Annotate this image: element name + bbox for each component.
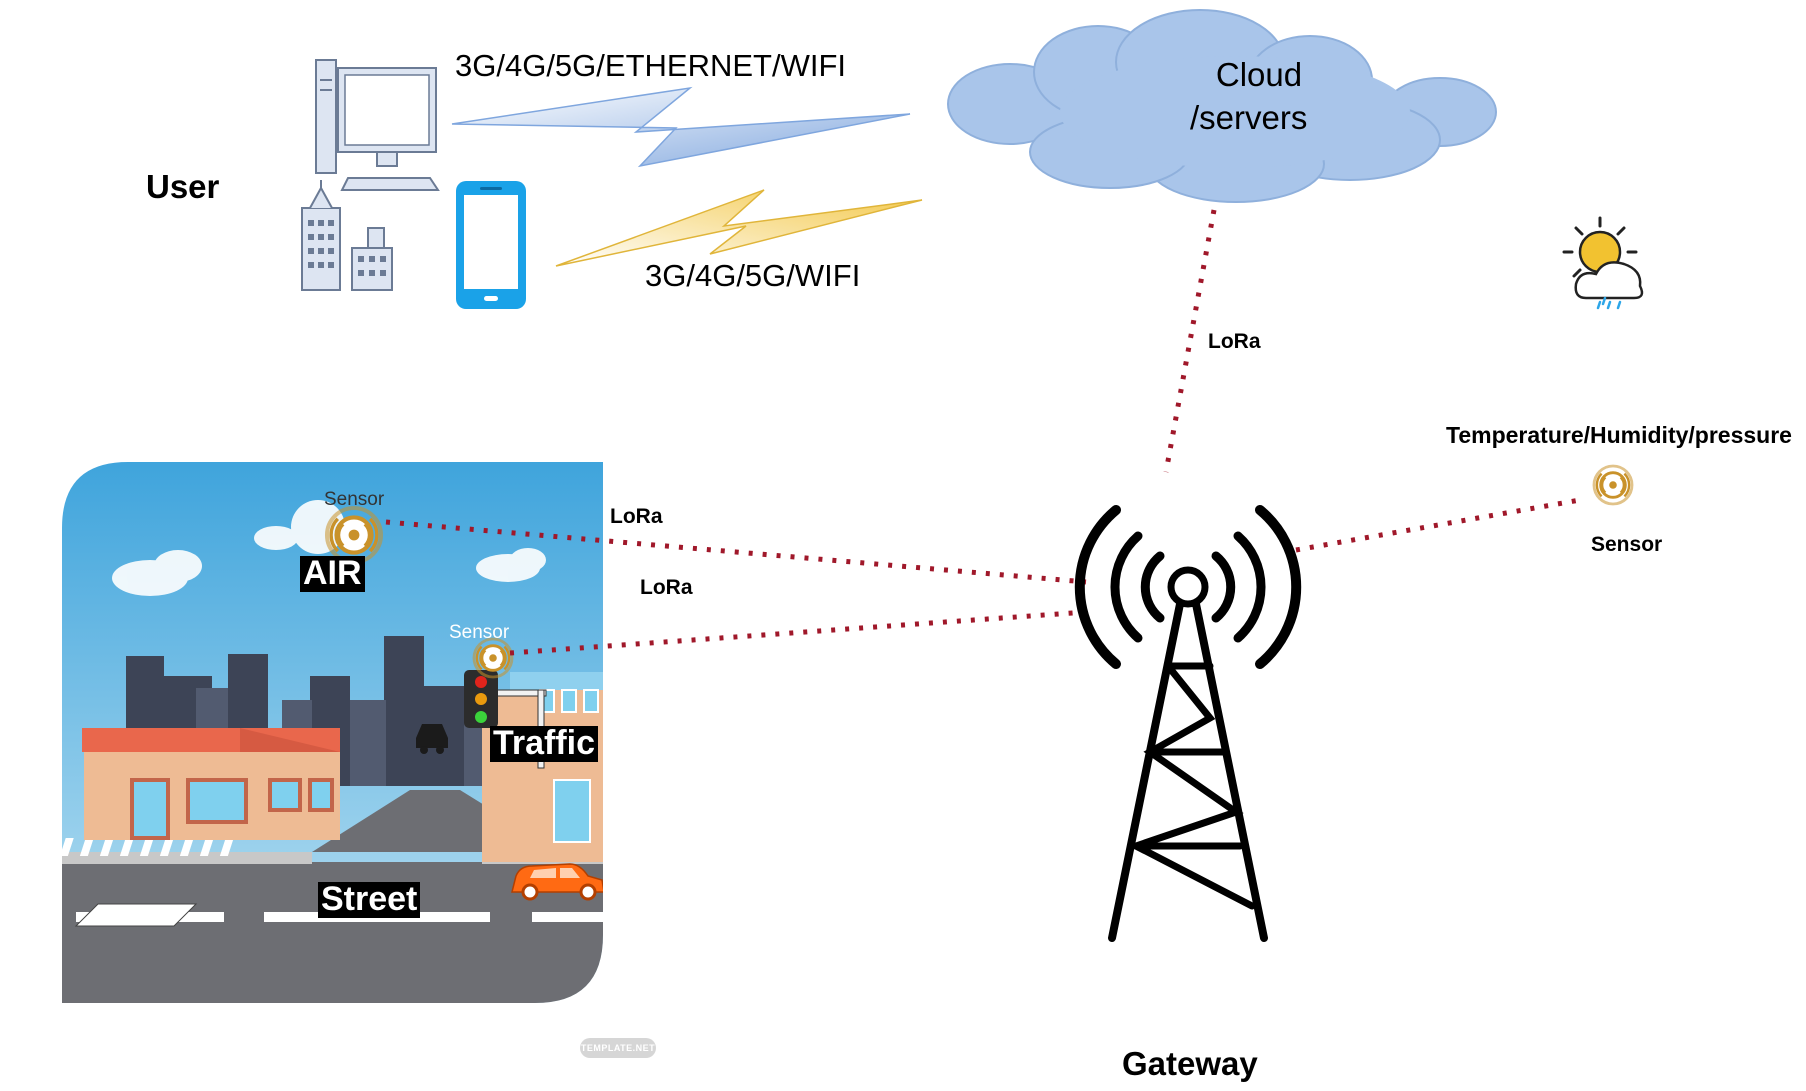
- cloud-label-line1: Cloud: [1215, 56, 1303, 93]
- traffic-sensor-icon: [472, 637, 514, 679]
- dark-car-icon: [416, 724, 448, 754]
- weather-station-label: Temperature/Humidity/pressure: [1446, 422, 1792, 448]
- wired-link-label: 3G/4G/5G/ETHERNET/WIFI: [455, 48, 846, 83]
- mobile-link-bolt: [555, 189, 923, 267]
- street-tag: Street: [318, 881, 421, 918]
- lora-link-weather: [1295, 497, 1581, 553]
- cloud-servers-icon: [947, 9, 1497, 203]
- smartphone-icon: [456, 181, 526, 309]
- traffic-sensor-label: Sensor: [449, 622, 510, 643]
- lora-link-air: [385, 519, 1087, 585]
- lora-cloud-label: LoRa: [1208, 330, 1261, 353]
- traffic-tag: Traffic: [490, 725, 599, 762]
- orange-car-icon: [511, 863, 603, 901]
- weather-icon: [1562, 216, 1644, 310]
- lora-traffic-label: LoRa: [640, 576, 693, 599]
- desktop-computer-icon: [315, 59, 440, 191]
- mobile-link-label: 3G/4G/5G/WIFI: [645, 258, 861, 293]
- wired-link-bolt: [451, 86, 911, 168]
- weather-sensor-icon: [1592, 464, 1634, 506]
- lora-link-cloud: [1163, 209, 1217, 473]
- user-label: User: [146, 168, 220, 205]
- watermark-badge: TEMPLATE.NET: [580, 1038, 656, 1058]
- air-tag: AIR: [300, 555, 365, 592]
- buildings-icon: [301, 180, 393, 291]
- gateway-tower-icon: [1074, 505, 1302, 942]
- gateway-label: Gateway: [1122, 1045, 1258, 1082]
- cloud-label-line2: /servers: [1190, 99, 1308, 136]
- weather-sensor-label: Sensor: [1591, 533, 1663, 556]
- air-sensor-label: Sensor: [324, 489, 385, 510]
- lora-air-label: LoRa: [610, 505, 663, 528]
